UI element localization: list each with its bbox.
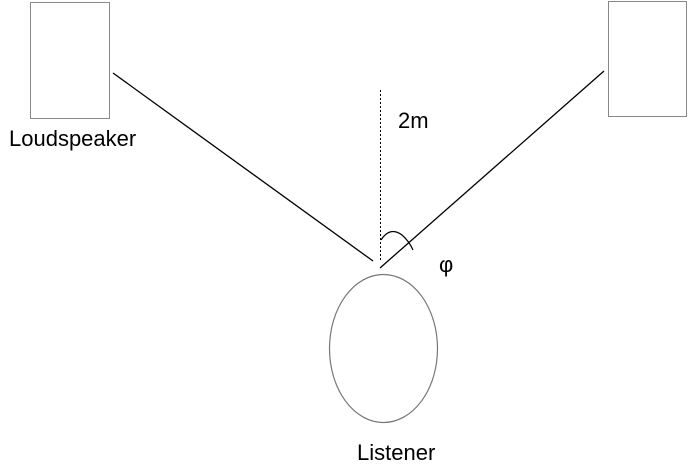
listener-label: Listener [357, 440, 435, 465]
distance-label: 2m [398, 108, 429, 133]
left-loudspeaker-box [30, 2, 110, 119]
listener-head [328, 273, 439, 424]
right-speaker-line [379, 70, 605, 269]
angle-label: φ [439, 252, 453, 277]
right-loudspeaker-box [608, 1, 687, 117]
loudspeaker-label: Loudspeaker [9, 126, 136, 151]
left-speaker-line [112, 72, 374, 262]
angle-arc [380, 230, 414, 251]
